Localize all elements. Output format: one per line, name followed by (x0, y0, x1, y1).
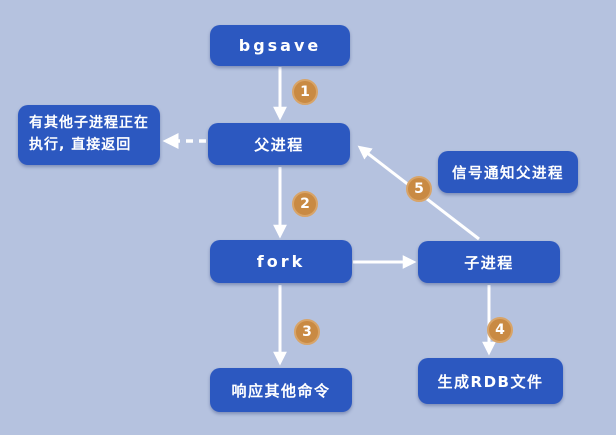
node-child-process: 子进程 (418, 241, 560, 283)
step-badge-1: 1 (292, 79, 318, 105)
node-parent-process: 父进程 (208, 123, 350, 165)
node-generate-rdb-file: 生成RDB文件 (418, 358, 563, 404)
node-bgsave: bgsave (210, 25, 350, 66)
node-respond-other-commands: 响应其他命令 (210, 368, 352, 412)
step-badge-4: 4 (487, 317, 513, 343)
step-badge-2: 2 (292, 191, 318, 217)
node-fork: fork (210, 240, 352, 283)
node-signal-notify-parent: 信号通知父进程 (438, 151, 578, 193)
node-early-return: 有其他子进程正在 执行, 直接返回 (18, 105, 160, 165)
step-badge-3: 3 (294, 319, 320, 345)
step-badge-5: 5 (406, 176, 432, 202)
